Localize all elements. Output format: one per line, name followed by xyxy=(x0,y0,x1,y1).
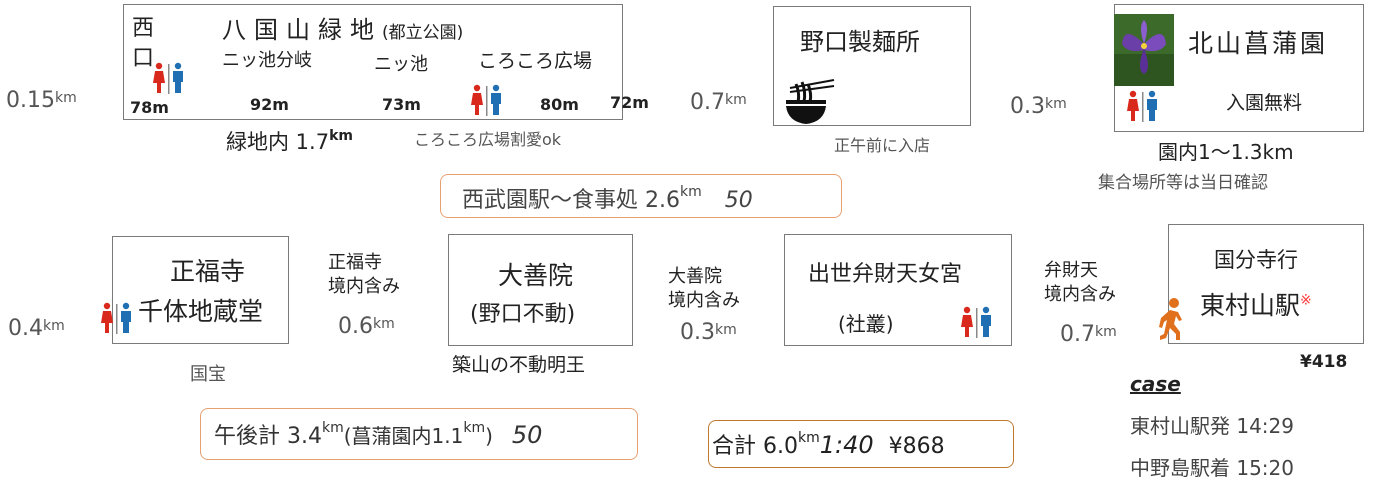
total-summary-fare: ¥868 xyxy=(888,434,945,459)
distance-to-benzaiten-value: 0.3 xyxy=(680,320,715,345)
hachikoku-inner-distance: 緑地内 1.7km xyxy=(226,126,353,156)
distance-to-noguchi-unit: km xyxy=(725,92,747,108)
total-summary-label: 合計 6.0 xyxy=(712,434,798,459)
between-daizenin-line1: 大善院 xyxy=(668,266,722,287)
afternoon-summary-label: 午後計 3.4 xyxy=(214,424,322,449)
distance-to-benzaiten-unit: km xyxy=(715,322,737,338)
west-gate-1: 西 xyxy=(132,16,155,41)
distance-to-shofukuji: 0.4km xyxy=(8,316,65,341)
morning-summary-text: 西武園駅〜食事処 2.6km 50 xyxy=(462,182,753,214)
point-futatsuike-junction: ニッ池分岐 xyxy=(222,50,312,71)
benzaiten-box xyxy=(784,234,1012,346)
daizenin-box xyxy=(448,234,633,346)
distance-to-daizenin-value: 0.6 xyxy=(338,314,373,339)
kitayama-note: 集合場所等は当日確認 xyxy=(1098,173,1268,193)
morning-summary xyxy=(440,174,842,218)
morning-summary-time: 50 xyxy=(724,188,753,213)
afternoon-summary-paren-unit: km xyxy=(463,420,486,436)
benzaiten-line2: (社叢) xyxy=(838,312,894,336)
between-benzaiten-line1: 弁財天 xyxy=(1044,260,1098,281)
hachikoku-box xyxy=(123,4,623,120)
start-distance-unit: km xyxy=(54,90,77,106)
point-futatsuike: ニッ池 xyxy=(374,54,428,75)
shofukuji-line1: 正福寺 xyxy=(170,257,246,286)
daizenin-line1: 大善院 xyxy=(498,261,574,290)
distance-to-daizenin-unit: km xyxy=(373,316,395,332)
case-title: case xyxy=(1130,372,1181,396)
total-summary-unit: km xyxy=(797,430,820,446)
toilet-icon xyxy=(153,62,183,94)
hachikoku-subtitle: (都立公園) xyxy=(382,23,464,43)
start-distance: 0.15km xyxy=(6,88,77,113)
benzaiten-line1: 出世弁財天女宮 xyxy=(808,262,963,287)
distance-to-kitayama: 0.3km xyxy=(1010,94,1067,119)
shofukuji-note: 国宝 xyxy=(190,364,226,385)
segment-3: 73m xyxy=(382,95,421,114)
shofukuji-line2: 千体地蔵堂 xyxy=(138,297,264,326)
morning-summary-unit: km xyxy=(679,184,702,200)
noguchi-note: 正午前に入店 xyxy=(834,136,931,155)
distance-to-kitayama-unit: km xyxy=(1045,96,1067,112)
toilet-icon xyxy=(471,84,501,116)
distance-to-station: 0.7km xyxy=(1060,322,1117,347)
distance-to-station-unit: km xyxy=(1095,324,1117,340)
between-daizenin-line2: 境内含み xyxy=(668,290,740,311)
afternoon-summary-unit: km xyxy=(321,420,344,436)
total-summary-text: 合計 6.0km1:40 ¥868 xyxy=(712,428,945,460)
afternoon-summary-time: 50 xyxy=(511,421,543,449)
korokoro-skip-note: ころころ広場割愛ok xyxy=(414,130,562,149)
segment-4: 80m xyxy=(540,95,579,114)
iris-flower-photo xyxy=(1114,14,1174,86)
distance-to-daizenin: 0.6km xyxy=(338,314,395,339)
distance-to-shofukuji-unit: km xyxy=(43,318,65,334)
between-benzaiten-line2: 境内含み xyxy=(1044,284,1116,305)
station-name: 東村山駅 xyxy=(1200,291,1301,320)
hachikoku-title-text: 八国山緑地 xyxy=(222,16,382,44)
station-mark: ※ xyxy=(1300,292,1312,309)
point-korokoro: ころころ広場 xyxy=(478,50,593,72)
kitayama-inner-distance: 園内1〜1.3km xyxy=(1158,140,1294,164)
afternoon-summary-paren: (菖蒲園内1.1 xyxy=(343,424,464,448)
hachikoku-inner-label: 緑地内 1.7 xyxy=(226,130,330,154)
between-shofukuji-line1: 正福寺 xyxy=(328,252,382,273)
hachikoku-title: 八国山緑地(都立公園) xyxy=(222,10,463,45)
distance-to-station-value: 0.7 xyxy=(1060,322,1095,347)
total-summary-time: 1:40 xyxy=(819,431,874,459)
west-gate-2: 口 xyxy=(132,46,155,71)
distance-to-benzaiten: 0.3km xyxy=(680,320,737,345)
toilet-icon xyxy=(101,302,131,334)
segment-1: 78m xyxy=(130,98,169,117)
kitayama-name: 北山菖蒲園 xyxy=(1188,29,1329,58)
afternoon-summary-text: 午後計 3.4km(菖蒲園内1.1km) 50 xyxy=(214,418,542,450)
station-line1: 国分寺行 xyxy=(1214,248,1298,272)
station-box xyxy=(1168,224,1364,344)
segment-2: 92m xyxy=(250,95,289,114)
shofukuji-box xyxy=(112,236,289,344)
walking-person-icon xyxy=(1159,298,1182,340)
distance-to-shofukuji-value: 0.4 xyxy=(8,316,43,341)
between-shofukuji-line2: 境内含み xyxy=(328,276,400,297)
noodle-bowl-icon xyxy=(786,79,835,124)
case-arrive: 中野島駅着 15:20 xyxy=(1130,456,1294,480)
toilet-icon xyxy=(961,306,991,338)
kitayama-fee: 入園無料 xyxy=(1226,92,1303,114)
distance-to-noguchi-value: 0.7 xyxy=(690,90,725,115)
start-distance-value: 0.15 xyxy=(6,88,55,113)
distance-to-kitayama-value: 0.3 xyxy=(1010,94,1045,119)
daizenin-line2: (野口不動) xyxy=(470,302,576,327)
hachikoku-inner-unit: km xyxy=(329,128,353,144)
segment-5: 72m xyxy=(610,93,649,112)
toilet-icon xyxy=(1127,90,1157,122)
daizenin-note: 築山の不動明王 xyxy=(452,354,586,376)
station-line2: 東村山駅※ xyxy=(1200,286,1312,322)
total-summary xyxy=(708,420,1014,468)
noguchi-name: 野口製麺所 xyxy=(800,28,920,56)
case-depart: 東村山駅発 14:29 xyxy=(1130,414,1294,438)
distance-to-noguchi: 0.7km xyxy=(690,90,747,115)
afternoon-summary-paren-close: ) xyxy=(485,424,493,448)
station-fare: ¥418 xyxy=(1300,352,1348,372)
morning-summary-label: 西武園駅〜食事処 2.6 xyxy=(462,188,680,213)
afternoon-summary xyxy=(200,408,638,460)
